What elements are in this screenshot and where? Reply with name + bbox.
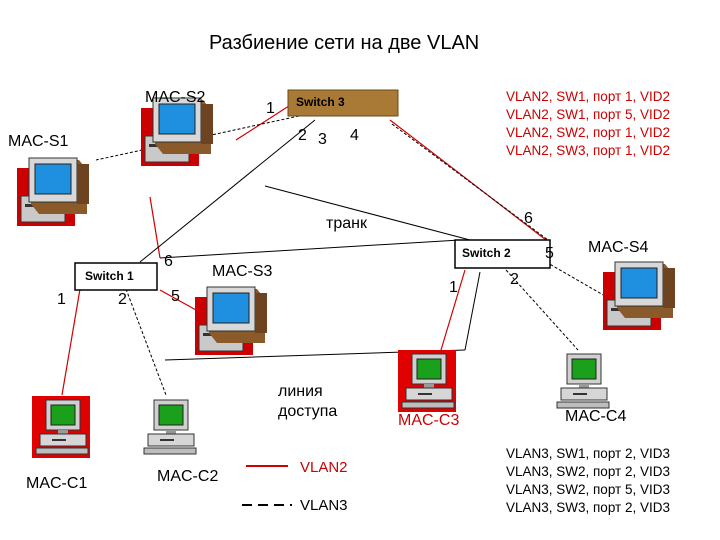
port-sw1-6: 6 [164,253,173,270]
link-sw2-s4 [545,261,613,301]
vlan3-assignment-2: VLAN3, SW2, порт 2, VID3 [505,464,670,479]
server-computer-icon[interactable] [194,286,268,356]
vlan2-assignment-4: VLAN2, SW3, порт 1, VID2 [505,143,670,158]
access-line-label-1: линия [278,383,323,400]
port-sw2-5: 5 [545,245,554,262]
vlan3-assignment-3: VLAN3, SW2, порт 5, VID3 [505,482,670,497]
port-sw2-2: 2 [510,271,519,288]
host-label-c1: MAC-C1 [26,475,88,492]
port-sw2-6: 6 [524,210,533,227]
link-sw1-c2 [125,288,167,396]
switch-2[interactable] [454,239,551,269]
trunk-to-sw2 [264,185,471,241]
host-label-c3: MAC-C3 [398,412,460,429]
trunk-label: транк [326,215,367,232]
switch-1-label: Switch 1 [85,269,134,283]
access-line-label-2: доступа [278,403,338,420]
server-computer-icon[interactable] [140,97,214,167]
link-sw1-c1 [61,288,81,396]
switch-2-label: Switch 2 [462,246,511,260]
link-s2-sw3 [235,103,293,141]
port-sw1-1: 1 [57,291,66,308]
link-sw3-sw2-dashed [391,123,549,241]
vlan3-assignment-4: VLAN3, SW3, порт 2, VID3 [505,500,670,515]
host-label-s1: MAC-S1 [8,133,69,150]
host-label-c4: MAC-C4 [565,408,627,425]
server-computer-icon[interactable] [602,261,676,331]
link-s1-sw1 [149,196,161,259]
port-sw3-4: 4 [350,127,359,144]
server-computer-icon[interactable] [16,157,90,227]
switch-3[interactable] [287,89,399,117]
vlan2-assignment-1: VLAN2, SW1, порт 1, VID2 [505,89,670,104]
client-computer-icon[interactable] [397,349,457,413]
host-label-s3: MAC-S3 [212,263,273,280]
link-sw2-c3 [437,269,466,361]
client-computer-icon[interactable] [143,399,197,455]
switch-3-label: Switch 3 [296,95,345,109]
trunk-sw3-sw1 [139,119,316,263]
host-label-s4: MAC-S4 [588,239,649,256]
vlan2-assignments: VLAN2, SW1, порт 1, VID2 VLAN2, SW1, пор… [458,88,670,160]
host-label-c2: MAC-C2 [157,468,219,485]
link-sw1-s3 [159,289,197,311]
port-sw3-3: 3 [318,131,327,148]
link-sw2-c4 [505,269,579,351]
access-line-to-sw2 [464,271,481,351]
legend-vlan2-label: VLAN2 [300,459,348,476]
host-label-s2: MAC-S2 [145,89,206,106]
client-computer-icon[interactable] [31,395,91,459]
port-sw1-5: 5 [171,288,180,305]
legend-vlan3-label: VLAN3 [300,497,348,514]
vlan2-assignment-2: VLAN2, SW1, порт 5, VID2 [505,107,670,122]
port-sw2-1: 1 [449,279,458,296]
client-computer-icon[interactable] [556,353,610,409]
port-sw3-1: 1 [266,100,275,117]
switch-1[interactable] [74,262,158,291]
diagram-title: Разбиение сети на две VLAN [209,32,480,54]
port-sw3-2: 2 [298,127,307,144]
link-sw3-vlan2-table [389,119,547,241]
vlan2-assignment-3: VLAN2, SW2, порт 1, VID2 [505,125,670,140]
vlan3-assignments: VLAN3, SW1, порт 2, VID3 VLAN3, SW2, пор… [458,445,670,517]
trunk-sw1-sw2 [159,239,461,259]
port-sw1-2: 2 [118,291,127,308]
vlan3-assignment-1: VLAN3, SW1, порт 2, VID3 [505,446,670,461]
